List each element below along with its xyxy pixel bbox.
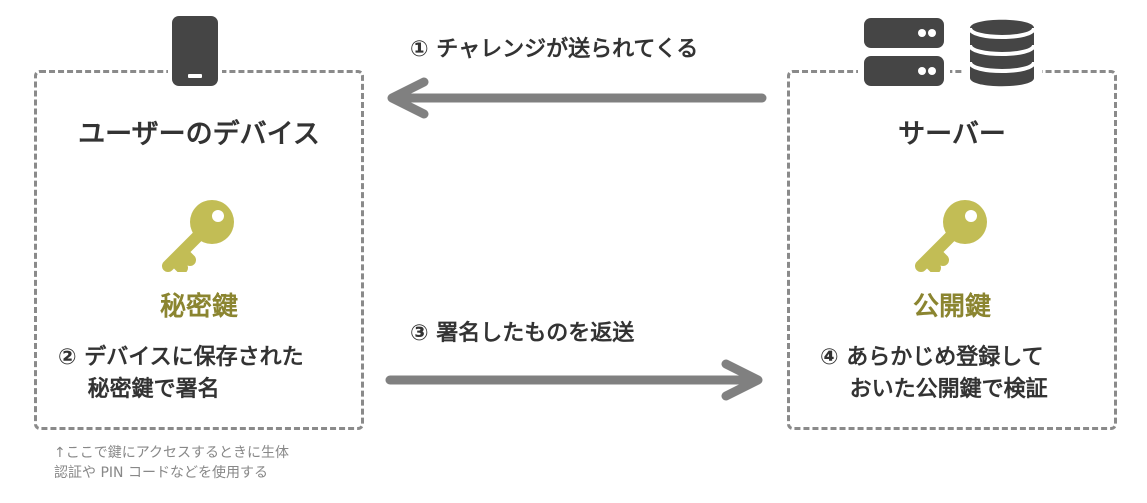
- user-step-text: ② デバイスに保存された 秘密鍵で署名: [58, 342, 304, 406]
- public-key-icon: [915, 200, 987, 272]
- database-icon: [962, 14, 1042, 92]
- private-key-icon: [162, 200, 234, 272]
- public-key-label: 公開鍵: [912, 292, 991, 322]
- user-step-line-1: ② デバイスに保存された: [58, 345, 304, 370]
- biometric-note: ↑ここで鍵にアクセスするときに生体 認証や PIN コードなどを使用する: [54, 443, 289, 483]
- server-step-line-2: おいた公開鍵で検証: [820, 377, 1048, 402]
- user-device-title: ユーザーのデバイス: [78, 119, 320, 150]
- user-step-line-2: 秘密鍵で署名: [58, 377, 220, 402]
- challenge-label: ① チャレンジが送られてくる: [410, 37, 699, 62]
- smartphone-icon: [168, 14, 222, 88]
- server-title: サーバー: [898, 119, 1006, 150]
- return-arrow: [385, 359, 763, 401]
- server-step-text: ④ あらかじめ登録して おいた公開鍵で検証: [820, 342, 1048, 406]
- server-rack-icon: [858, 14, 950, 90]
- challenge-arrow: [387, 77, 767, 119]
- server-step-line-1: ④ あらかじめ登録して: [820, 345, 1044, 370]
- server-box: [787, 70, 1117, 430]
- private-key-label: 秘密鍵: [159, 292, 238, 322]
- return-label: ③ 署名したものを返送: [410, 321, 635, 346]
- note-line-1: ↑ここで鍵にアクセスするときに生体: [54, 445, 290, 461]
- note-line-2: 認証や PIN コードなどを使用する: [54, 465, 268, 481]
